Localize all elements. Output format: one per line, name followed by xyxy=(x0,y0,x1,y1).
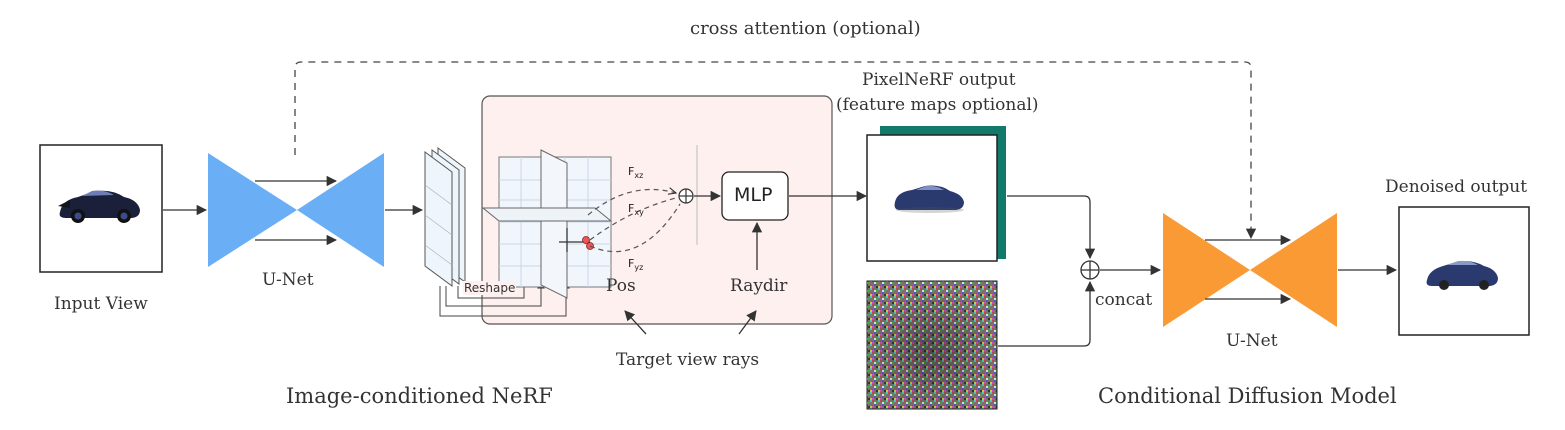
unet-diffusion-shape xyxy=(1163,213,1337,327)
conditional-diffusion-model-label: Conditional Diffusion Model xyxy=(1098,384,1397,408)
denoised-car-image xyxy=(1426,260,1498,290)
unet-encoder-label: U-Net xyxy=(262,270,314,290)
connector-output-to-concat xyxy=(1007,195,1096,260)
pos-label: Pos xyxy=(606,276,636,296)
connector-noise-to-concat xyxy=(998,280,1096,347)
noise-image xyxy=(866,280,998,410)
f-yz-label: Fyz xyxy=(628,257,644,273)
pixelnerf-output-sublabel: (feature maps optional) xyxy=(836,95,1039,115)
reshape-label: Reshape xyxy=(463,281,517,295)
input-view-label: Input View xyxy=(54,294,148,314)
triplane-grid xyxy=(481,149,613,299)
target-view-rays-label: Target view rays xyxy=(616,350,760,370)
pixelnerf-output-label: PixelNeRF output xyxy=(862,70,1016,90)
raydir-label: Raydir xyxy=(730,276,788,296)
mlp-label: MLP xyxy=(734,184,773,206)
arrow-rays-to-pos xyxy=(624,310,647,335)
arrow-rays-to-raydir xyxy=(738,310,757,335)
mlp-box xyxy=(721,171,789,221)
output-car-image xyxy=(894,185,964,213)
image-conditioned-nerf-label: Image-conditioned NeRF xyxy=(286,384,553,408)
f-xy-label: Fxy xyxy=(628,202,644,218)
unet-diffusion-label: U-Net xyxy=(1226,331,1278,351)
feature-sample-curves xyxy=(587,189,681,253)
denoised-output-label: Denoised output xyxy=(1385,177,1528,197)
feature-planes-stack xyxy=(424,147,466,287)
cross-attention-label: cross attention (optional) xyxy=(690,18,921,39)
f-xz-label: Fxz xyxy=(628,165,644,181)
input-car-image xyxy=(58,190,140,223)
unet-encoder-shape xyxy=(208,153,384,267)
concat-label: concat xyxy=(1095,290,1153,310)
